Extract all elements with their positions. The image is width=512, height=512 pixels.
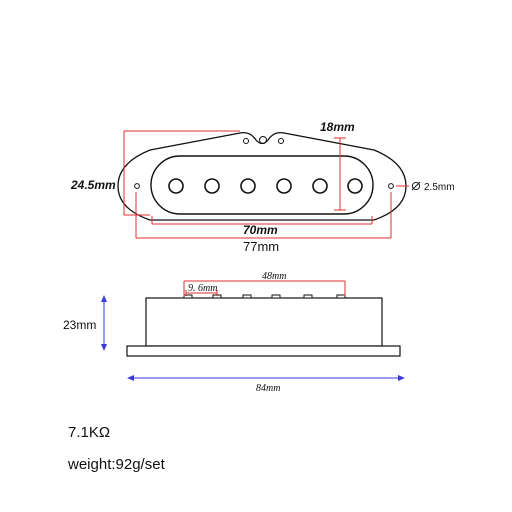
dim-pole-pitch-label: 9. 6mm	[188, 283, 217, 294]
dim-total-length	[135, 192, 392, 239]
dim-coil-length	[151, 216, 373, 225]
dim-total-length-label: 77mm	[243, 239, 279, 254]
dim-pole-span-label: 48mm	[262, 271, 286, 282]
dim-side-height	[101, 295, 107, 351]
dim-total-height-label: 24.5mm	[70, 178, 116, 192]
tab-hole-center	[259, 136, 267, 144]
weight-spec: weight:92g/set	[68, 456, 165, 473]
dim-hole-diameter-label: 2.5mm	[424, 182, 455, 193]
dim-pole-span	[183, 280, 346, 296]
dim-total-height	[123, 130, 240, 216]
dim-side-height-label: 23mm	[63, 318, 96, 332]
pole-piece-2	[204, 178, 220, 194]
diameter-symbol-icon	[411, 181, 421, 191]
side-pole-3	[242, 294, 252, 299]
side-baseplate	[126, 345, 401, 357]
pole-pieces	[168, 178, 363, 194]
mounting-hole-left	[134, 183, 140, 189]
dim-pole-pitch	[185, 290, 218, 296]
pickup-side-view: 48mm 9. 6mm 23mm 84mm	[63, 271, 405, 394]
mounting-hole-right	[388, 183, 394, 189]
dim-base-length-label: 84mm	[256, 383, 280, 394]
pole-piece-6	[347, 178, 363, 194]
pole-piece-4	[276, 178, 292, 194]
side-pole-6	[336, 294, 346, 299]
coil-outline	[150, 155, 374, 215]
dim-coil-height	[334, 137, 346, 211]
resistance-spec: 7.1KΩ	[68, 424, 111, 441]
dim-coil-height-label: 18mm	[320, 120, 355, 134]
side-pole-1	[183, 294, 193, 299]
pole-piece-3	[240, 178, 256, 194]
side-cover-body	[145, 297, 383, 347]
dim-base-length	[127, 375, 405, 381]
side-pole-4	[271, 294, 281, 299]
pole-piece-5	[312, 178, 328, 194]
pickup-top-view: 24.5mm 18mm 2.5mm 70mm 77mm	[70, 120, 455, 254]
pole-piece-1	[168, 178, 184, 194]
tab-hole-left	[243, 138, 249, 144]
dim-coil-length-label: 70mm	[243, 223, 278, 237]
side-pole-5	[303, 294, 313, 299]
dim-hole-diameter	[396, 181, 421, 191]
tab-hole-right	[278, 138, 284, 144]
